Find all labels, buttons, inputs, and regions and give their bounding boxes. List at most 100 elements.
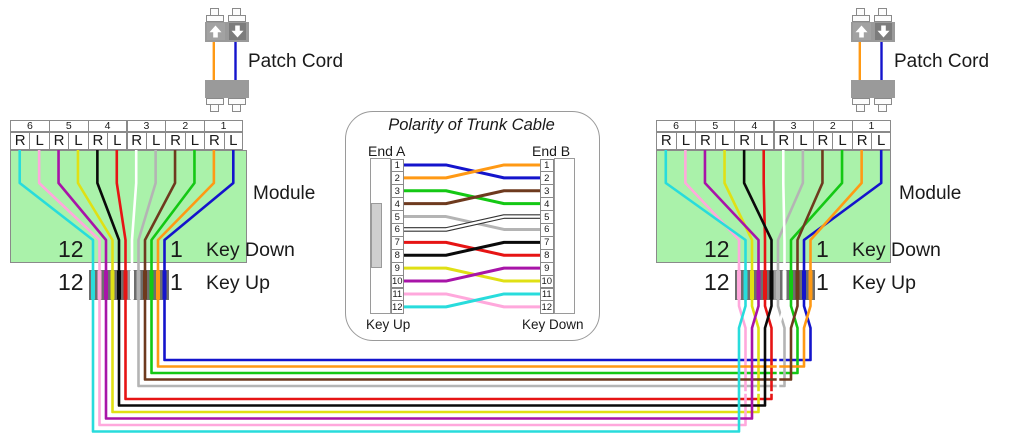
left-connector-stripe-brown bbox=[143, 270, 147, 300]
transmit-port-cell: L bbox=[753, 131, 775, 150]
port-number-cell: 4 bbox=[87, 120, 128, 132]
transmit-port-cell: L bbox=[714, 131, 736, 150]
trunk-wire-purple bbox=[404, 266, 540, 283]
receive-port-cell: R bbox=[695, 131, 716, 150]
receive-port-cell: R bbox=[656, 131, 677, 150]
port-number-cell: 1 bbox=[851, 120, 891, 132]
transmit-port-cell: L bbox=[184, 131, 206, 150]
end-b-position-cell: 4 bbox=[540, 197, 554, 212]
left-connector-stripe-green bbox=[149, 270, 154, 300]
connector-nub bbox=[210, 104, 219, 113]
end-a-position-cell: 12 bbox=[390, 300, 404, 315]
fiber-index-1-key-down: 1 bbox=[170, 236, 183, 262]
transmit-port-cell: L bbox=[145, 131, 167, 150]
key-up-label: Key Up bbox=[852, 272, 916, 294]
fiber-path-cyan bbox=[18, 150, 747, 433]
receive-port-cell: R bbox=[87, 131, 109, 150]
key-down-label: Key Down bbox=[206, 239, 295, 261]
end-a-position-cell: 11 bbox=[390, 287, 404, 302]
transmit-port-cell: L bbox=[107, 131, 128, 150]
end-a-position-cell: 10 bbox=[390, 274, 404, 289]
transmit-port-cell: L bbox=[68, 131, 89, 150]
port-number-cell: 3 bbox=[126, 120, 167, 132]
end-a-key-orientation: Key Up bbox=[366, 317, 411, 332]
port-number-cell: 6 bbox=[10, 120, 50, 132]
right-connector-stripe-orange bbox=[808, 270, 813, 300]
port-number-cell: 5 bbox=[48, 120, 89, 132]
connector-tab bbox=[852, 97, 870, 105]
end-a-position-cell: 1 bbox=[390, 158, 404, 173]
right-connector-stripe-purple bbox=[756, 270, 761, 300]
fiber-path-green bbox=[150, 150, 844, 375]
left-connector-stripe-red bbox=[123, 270, 128, 300]
right-connector-stripe-cyan bbox=[743, 270, 748, 300]
end-a-connector-key bbox=[370, 203, 382, 268]
receive-port-cell: R bbox=[734, 131, 755, 150]
receive-port-cell: R bbox=[165, 131, 186, 150]
fiber-path-yellow bbox=[76, 150, 760, 414]
patch-cord-label: Patch Cord bbox=[248, 51, 344, 72]
transmit-port-cell: L bbox=[793, 131, 814, 150]
connector-nub bbox=[210, 7, 219, 16]
port-number-cell: 5 bbox=[695, 120, 736, 132]
patch-fiber-b-tile bbox=[228, 23, 246, 40]
fiber-index-12-key-down: 12 bbox=[704, 236, 730, 262]
end-b-label: End B bbox=[532, 143, 571, 159]
end-b-position-cell: 7 bbox=[540, 235, 554, 250]
left-connector-stripe-orange bbox=[156, 270, 160, 300]
left-connector-stripe-black bbox=[117, 270, 121, 300]
connector-nub bbox=[878, 7, 887, 16]
end-a-label: End A bbox=[368, 143, 406, 159]
end-b-connector-body bbox=[553, 158, 575, 314]
transmit-port-cell: L bbox=[832, 131, 853, 150]
module-label: Module bbox=[253, 183, 316, 204]
receive-port-cell: R bbox=[204, 131, 225, 150]
trunk-wire-white bbox=[404, 215, 540, 231]
receive-port-cell: R bbox=[851, 131, 873, 150]
fiber-path-black bbox=[96, 150, 773, 407]
port-number-cell: 3 bbox=[773, 120, 814, 132]
fiber-path-white bbox=[130, 150, 786, 394]
port-number-cell: 1 bbox=[204, 120, 243, 132]
receive-port-cell: R bbox=[812, 131, 834, 150]
connector-tab bbox=[206, 97, 224, 105]
fiber-index-1-key-up: 1 bbox=[816, 269, 829, 295]
port-number-cell: 2 bbox=[165, 120, 206, 132]
up-arrow-icon bbox=[209, 25, 222, 38]
fiber-index-1-key-down: 1 bbox=[816, 236, 829, 262]
patch-bottom-connector bbox=[850, 80, 895, 98]
module-label: Module bbox=[899, 183, 962, 204]
up-arrow-icon bbox=[855, 25, 868, 38]
left-connector-stripe-purple bbox=[104, 270, 108, 300]
transmit-port-cell: L bbox=[675, 131, 697, 150]
receive-port-cell: R bbox=[48, 131, 70, 150]
end-b-position-cell: 2 bbox=[540, 171, 554, 186]
end-b-position-cell: 8 bbox=[540, 248, 554, 263]
right-connector-stripe-blue bbox=[802, 270, 806, 300]
end-b-key-orientation: Key Down bbox=[522, 317, 584, 332]
right-connector-stripe-brown bbox=[795, 270, 800, 300]
connector-nub bbox=[232, 104, 241, 113]
right-connector-stripe-red bbox=[763, 270, 767, 300]
end-a-position-cell: 8 bbox=[390, 248, 404, 263]
left-connector-stripe-yellow bbox=[110, 270, 115, 300]
end-a-position-cell: 9 bbox=[390, 261, 404, 276]
fiber-path-blue bbox=[163, 150, 883, 362]
port-number-cell: 2 bbox=[812, 120, 853, 132]
left-connector-stripe-blue bbox=[162, 270, 167, 300]
connector-nub bbox=[856, 104, 865, 113]
down-arrow-icon bbox=[877, 25, 890, 38]
fiber-index-12-key-up: 12 bbox=[58, 269, 84, 295]
right-connector-stripe-green bbox=[789, 270, 793, 300]
connector-divider bbox=[773, 270, 776, 300]
trunk-wire-cyan bbox=[404, 292, 540, 309]
end-b-position-cell: 6 bbox=[540, 223, 554, 237]
end-a-position-cell: 5 bbox=[390, 210, 404, 224]
port-number-cell: 6 bbox=[656, 120, 697, 132]
key-up-label: Key Up bbox=[206, 272, 270, 294]
transmit-port-cell: L bbox=[29, 131, 50, 150]
connector-tab bbox=[228, 97, 246, 105]
port-number-cell: 4 bbox=[734, 120, 775, 132]
end-a-position-cell: 2 bbox=[390, 171, 404, 186]
